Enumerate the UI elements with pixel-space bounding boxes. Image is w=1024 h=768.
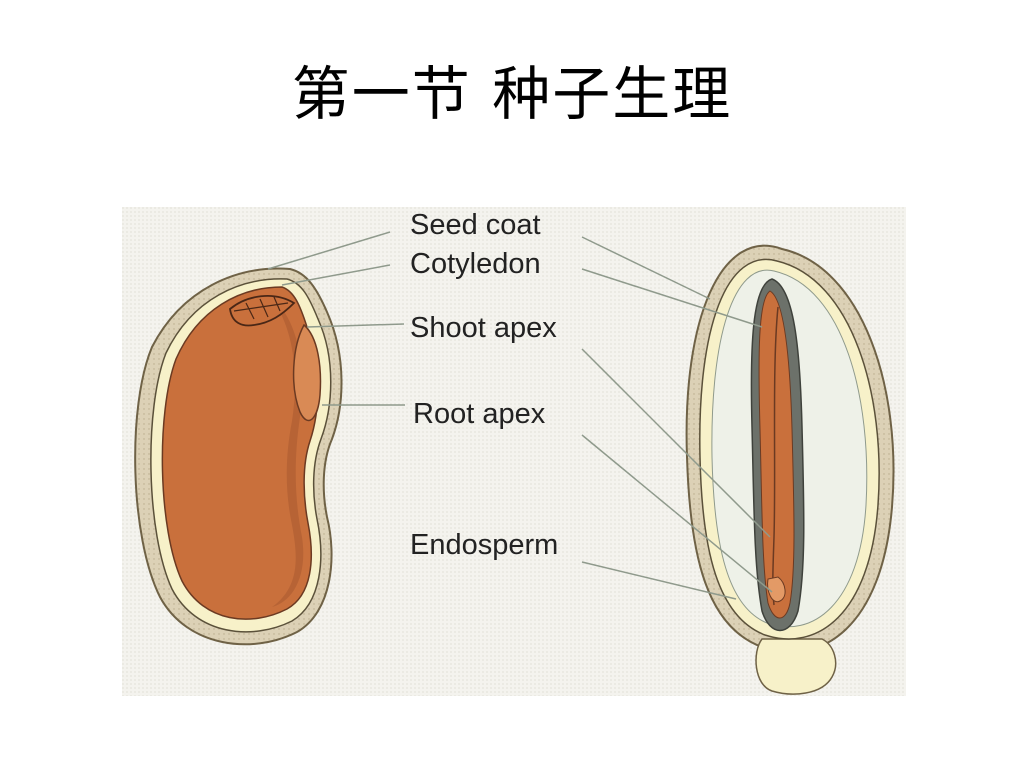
seed-diagram-svg: Seed coat Cotyledon Shoot apex Root apex… [122, 207, 906, 696]
seed-diagram: Seed coat Cotyledon Shoot apex Root apex… [122, 207, 906, 696]
leader-shoot-apex-grain [581, 348, 771, 538]
bean-embryo-axis [292, 323, 322, 422]
label-cotyledon: Cotyledon [410, 248, 541, 280]
label-seed-coat: Seed coat [410, 209, 541, 241]
slide-title: 第一节 种子生理 [291, 60, 733, 128]
leader-endosperm-grain [581, 561, 737, 600]
grain-cotyledon [758, 290, 795, 619]
leader-root-apex-grain [581, 434, 773, 593]
grain-seed [685, 244, 895, 695]
grain-base [755, 638, 837, 695]
leader-cotyledon-grain [581, 268, 763, 328]
label-endosperm: Endosperm [410, 529, 558, 561]
leader-cotyledon-bean [281, 264, 391, 286]
bean-plumule-vein [233, 296, 289, 320]
label-root-apex: Root apex [413, 398, 546, 430]
leader-shoot-apex-bean [306, 323, 405, 328]
leader-seed-coat-grain [581, 236, 711, 300]
leader-seed-coat-bean [267, 231, 391, 270]
leader-lines [267, 231, 773, 600]
label-shoot-apex: Shoot apex [410, 312, 557, 344]
bean-seed [134, 267, 343, 646]
grain-root-apex [767, 576, 786, 603]
